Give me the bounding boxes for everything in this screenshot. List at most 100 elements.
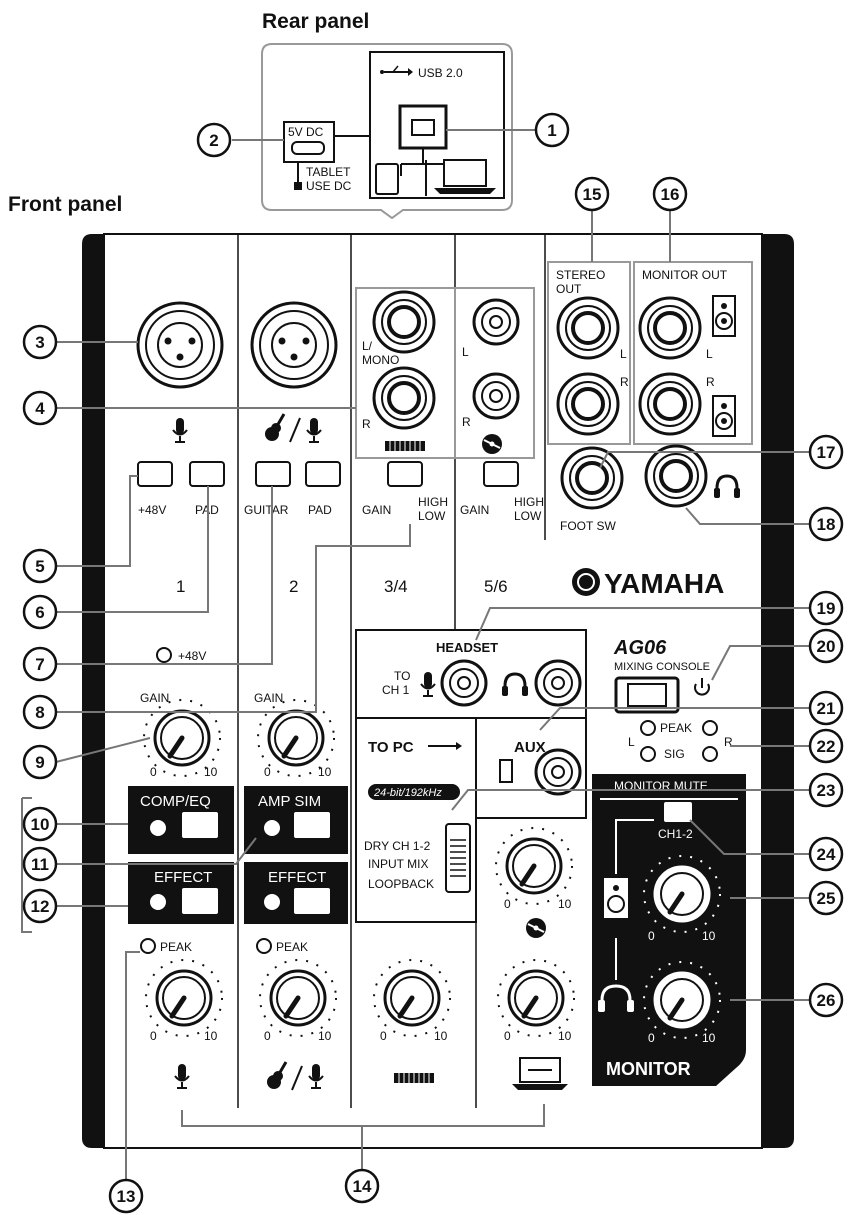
rear-panel-title: Rear panel [262, 10, 369, 33]
speaker-icon [712, 295, 736, 337]
svg-text:14: 14 [353, 1177, 372, 1196]
usb-b-port[interactable] [398, 104, 448, 150]
gain-label-ch56: GAIN [460, 503, 489, 517]
ch4-r-jack[interactable] [372, 366, 436, 430]
svg-text:23: 23 [817, 781, 836, 800]
scale-min: 0 [264, 1029, 271, 1043]
stereo-out-label-1: STEREO [556, 268, 605, 282]
ch5-l-rca[interactable] [472, 298, 520, 346]
effect-button-ch1[interactable] [182, 888, 218, 914]
svg-text:16: 16 [661, 185, 680, 204]
headset-mic-jack[interactable] [440, 659, 488, 707]
stereo-out-label-2: OUT [556, 282, 582, 296]
sig-led-r [702, 746, 718, 762]
phones-level-knob[interactable] [643, 961, 721, 1039]
scale-min: 0 [150, 765, 157, 779]
svg-text:19: 19 [817, 599, 836, 618]
callout-20: 20 [808, 628, 844, 664]
monitor-level-knob[interactable] [643, 855, 721, 933]
callout-15: 15 [574, 176, 610, 212]
callout-24: 24 [808, 836, 844, 872]
stereo-out-l-jack[interactable] [556, 296, 620, 360]
channel-number: 1 [176, 577, 185, 596]
svg-text:15: 15 [583, 185, 602, 204]
effect-button-ch2[interactable] [294, 888, 330, 914]
svg-text:7: 7 [35, 655, 44, 674]
svg-text:18: 18 [817, 515, 836, 534]
callout-25: 25 [808, 880, 844, 916]
p48-led-label: +48V [178, 649, 206, 663]
svg-text:21: 21 [817, 699, 836, 718]
phantom-48v-switch[interactable] [137, 461, 173, 487]
scale-max: 10 [318, 765, 332, 779]
callout-18: 18 [808, 506, 844, 542]
callout-21: 21 [808, 690, 844, 726]
topc-title: TO PC [368, 739, 414, 756]
aux-jack[interactable] [534, 748, 582, 796]
callout-19: 19 [808, 590, 844, 626]
callout-6: 6 [22, 594, 58, 630]
callout-7: 7 [22, 646, 58, 682]
ch2-combo-jack[interactable] [250, 301, 338, 389]
guitar-switch[interactable] [255, 461, 291, 487]
ch6-r-rca[interactable] [472, 372, 520, 420]
ch2-pad-switch[interactable] [305, 461, 341, 487]
ch1-pad-switch[interactable] [189, 461, 225, 487]
scale-max: 10 [204, 1029, 218, 1043]
peak-label-ch1: PEAK [160, 940, 192, 954]
monitor-mute-ch12-button[interactable] [664, 802, 692, 822]
peak-label: PEAK [660, 721, 692, 735]
svg-text:6: 6 [35, 603, 44, 622]
svg-text:12: 12 [31, 897, 50, 916]
scale-max: 10 [702, 929, 716, 943]
phones-jack[interactable] [644, 444, 708, 508]
headset-to: TO [394, 669, 410, 683]
effect-label-ch1: EFFECT [154, 869, 212, 886]
svg-text:8: 8 [35, 703, 44, 722]
speaker-icon [712, 395, 736, 437]
aux-title: AUX [514, 739, 546, 756]
stereo-out-r-jack[interactable] [556, 372, 620, 436]
loopback-label: LOOPBACK [368, 877, 434, 891]
ch34-gain-switch[interactable] [387, 461, 423, 487]
p48-led [156, 647, 172, 663]
svg-text:13: 13 [117, 1187, 136, 1206]
callout-14: 14 [344, 1168, 380, 1204]
ch3-lmono-jack[interactable] [372, 290, 436, 354]
phone-icon [499, 759, 513, 783]
callout-2: 2 [196, 122, 232, 158]
comp-eq-label: COMP/EQ [140, 793, 211, 810]
monitor-r-label: R [706, 375, 715, 389]
monitor-out-l-jack[interactable] [638, 296, 702, 360]
stereo-r-label: R [620, 375, 629, 389]
gain-knob-label: GAIN [140, 691, 169, 705]
gain-label-ch34: GAIN [362, 503, 391, 517]
channel-number: 2 [289, 577, 298, 596]
dc-port[interactable] [291, 141, 325, 155]
comp-eq-button[interactable] [182, 812, 218, 838]
svg-text:24: 24 [817, 845, 836, 864]
foot-switch-jack[interactable] [560, 446, 624, 510]
bit-badge: 24-bit/192kHz [373, 787, 442, 799]
ch1-combo-jack[interactable] [136, 301, 224, 389]
channel-number: 5/6 [484, 577, 508, 596]
monitor-out-r-jack[interactable] [638, 372, 702, 436]
r-label-ch4: R [362, 417, 371, 431]
headset-title: HEADSET [436, 640, 498, 655]
tablet-label: TABLET [306, 165, 351, 179]
ch56-gain-switch[interactable] [483, 461, 519, 487]
headset-phones-jack[interactable] [534, 659, 582, 707]
svg-text:3: 3 [35, 333, 44, 352]
peak-led-ch2 [256, 938, 272, 954]
callout-1: 1 [534, 112, 570, 148]
model-name: AG06 [613, 637, 667, 659]
scale-min: 0 [264, 765, 271, 779]
svg-text:5: 5 [35, 557, 44, 576]
gain-knob-label: GAIN [254, 691, 283, 705]
amp-sim-button[interactable] [294, 812, 330, 838]
svg-text:26: 26 [817, 991, 836, 1010]
lmono-label-1: L/ [362, 339, 373, 353]
scale-min: 0 [504, 1029, 511, 1043]
low-label-ch34: LOW [418, 509, 446, 523]
scale-min: 0 [150, 1029, 157, 1043]
